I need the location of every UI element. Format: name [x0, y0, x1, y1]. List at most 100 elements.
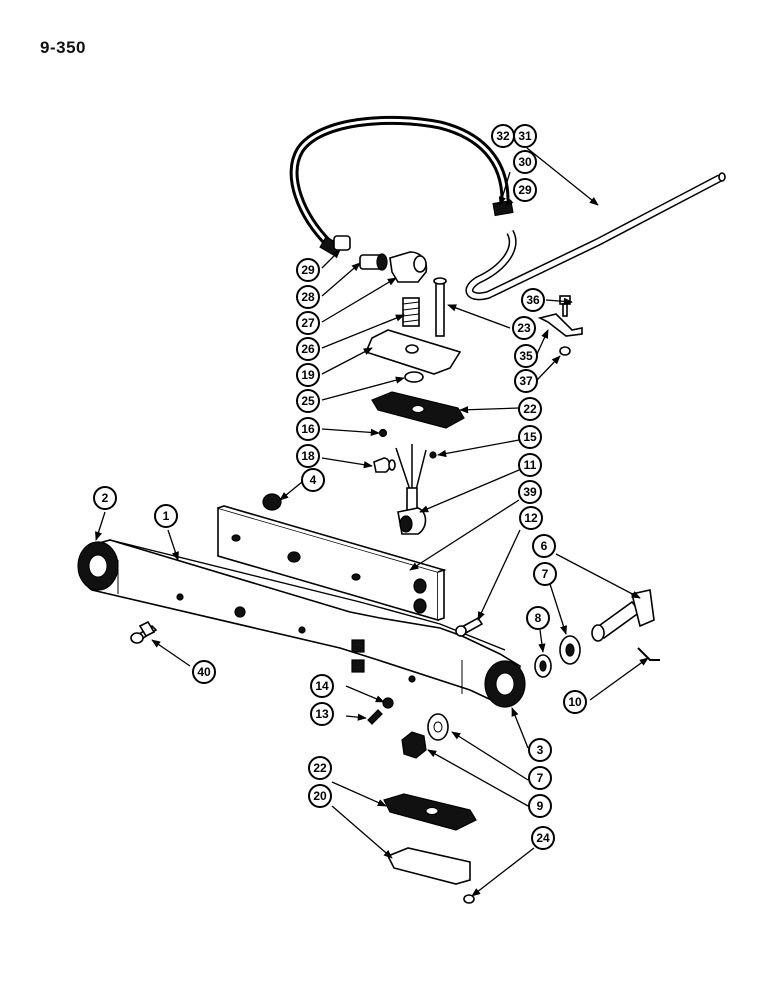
clamp-29: [333, 235, 351, 251]
svg-text:32: 32: [496, 129, 510, 143]
callout-2: 2: [93, 486, 117, 510]
callout-22-top: 22: [518, 397, 542, 421]
page-number: 9-350: [40, 38, 86, 57]
harness-11: [395, 444, 427, 535]
svg-text:14: 14: [315, 679, 329, 693]
svg-text:6: 6: [541, 539, 548, 553]
callout-29-right: 29: [513, 178, 537, 202]
svg-text:9: 9: [537, 799, 544, 813]
svg-text:16: 16: [301, 422, 315, 436]
svg-text:4: 4: [310, 473, 317, 487]
pipe-31: [465, 172, 726, 301]
svg-text:22: 22: [523, 402, 537, 416]
ball-16: [378, 428, 388, 438]
svg-text:30: 30: [518, 155, 532, 169]
callout-31: 31: [513, 124, 537, 148]
cotter-pin-10: [637, 647, 660, 661]
pin-6: [591, 589, 655, 642]
hose-30: [289, 115, 514, 257]
fitting-28: [359, 253, 388, 271]
washer-25: [404, 371, 424, 383]
callout-36: 36: [521, 288, 545, 312]
nut-4: [262, 493, 282, 511]
svg-text:11: 11: [524, 458, 537, 472]
bolt-40: [130, 620, 158, 644]
svg-text:25: 25: [301, 394, 315, 408]
callout-labels: 32 31 30 29 29 28 27 26 19 25 16 18 4 23…: [93, 124, 587, 850]
svg-text:31: 31: [518, 129, 532, 143]
svg-text:19: 19: [301, 368, 315, 382]
callout-6: 6: [532, 534, 556, 558]
svg-text:29: 29: [518, 183, 532, 197]
callout-30: 30: [513, 150, 537, 174]
callout-1: 1: [154, 504, 178, 528]
set-screw-13: [367, 709, 383, 725]
callout-12: 12: [519, 506, 543, 530]
svg-text:35: 35: [519, 349, 533, 363]
callout-19: 19: [296, 363, 320, 387]
svg-text:8: 8: [535, 611, 542, 625]
callout-22-lower: 22: [308, 756, 332, 780]
callout-35: 35: [514, 344, 538, 368]
svg-text:27: 27: [301, 316, 315, 330]
spring-26: [402, 297, 420, 327]
svg-text:12: 12: [524, 511, 538, 525]
svg-text:20: 20: [313, 789, 327, 803]
ball-14: [382, 697, 394, 709]
valve-27: [389, 251, 428, 283]
callout-11: 11: [518, 453, 542, 477]
svg-text:39: 39: [523, 485, 537, 499]
callout-28: 28: [296, 285, 320, 309]
svg-text:37: 37: [519, 374, 533, 388]
svg-text:23: 23: [517, 321, 531, 335]
callout-20: 20: [308, 784, 332, 808]
screw-15: [429, 451, 437, 459]
plate-39: [217, 505, 447, 622]
svg-text:3: 3: [537, 743, 544, 757]
svg-text:18: 18: [301, 449, 315, 463]
svg-text:26: 26: [301, 342, 315, 356]
plug-18: [373, 457, 391, 473]
lower-link-arm-1: [77, 539, 526, 708]
callout-16: 16: [296, 417, 320, 441]
callout-13: 13: [310, 702, 334, 726]
callout-37: 37: [514, 369, 538, 393]
callout-23: 23: [512, 316, 536, 340]
svg-text:22: 22: [313, 761, 327, 775]
callout-14: 14: [310, 674, 334, 698]
svg-text:29: 29: [301, 263, 315, 277]
callout-25: 25: [296, 389, 320, 413]
callout-29-left: 29: [296, 258, 320, 282]
svg-text:36: 36: [526, 293, 540, 307]
svg-text:28: 28: [301, 290, 315, 304]
callout-40: 40: [192, 660, 216, 684]
callout-39: 39: [518, 480, 542, 504]
callout-8: 8: [526, 606, 550, 630]
callout-7-upper: 7: [533, 562, 557, 586]
bolt-36: [559, 295, 571, 317]
callout-18: 18: [296, 444, 320, 468]
plate-20: [386, 847, 471, 885]
callout-32: 32: [491, 124, 515, 148]
svg-text:15: 15: [523, 430, 537, 444]
nut-9: [401, 731, 427, 759]
callout-4: 4: [301, 468, 325, 492]
svg-text:7: 7: [537, 771, 544, 785]
bolt-12: [455, 616, 484, 637]
callout-27: 27: [296, 311, 320, 335]
nut-24: [463, 894, 475, 904]
leader-lines: [95, 147, 649, 897]
callout-10: 10: [563, 690, 587, 714]
svg-text:2: 2: [102, 491, 109, 505]
callout-7-lower: 7: [528, 766, 552, 790]
nut-37: [559, 346, 571, 356]
svg-text:24: 24: [536, 831, 550, 845]
callout-9: 9: [528, 794, 552, 818]
svg-text:13: 13: [315, 707, 329, 721]
clamp-35: [537, 313, 583, 337]
svg-text:7: 7: [542, 567, 549, 581]
bolt-23: [433, 277, 447, 337]
callout-15: 15: [518, 425, 542, 449]
